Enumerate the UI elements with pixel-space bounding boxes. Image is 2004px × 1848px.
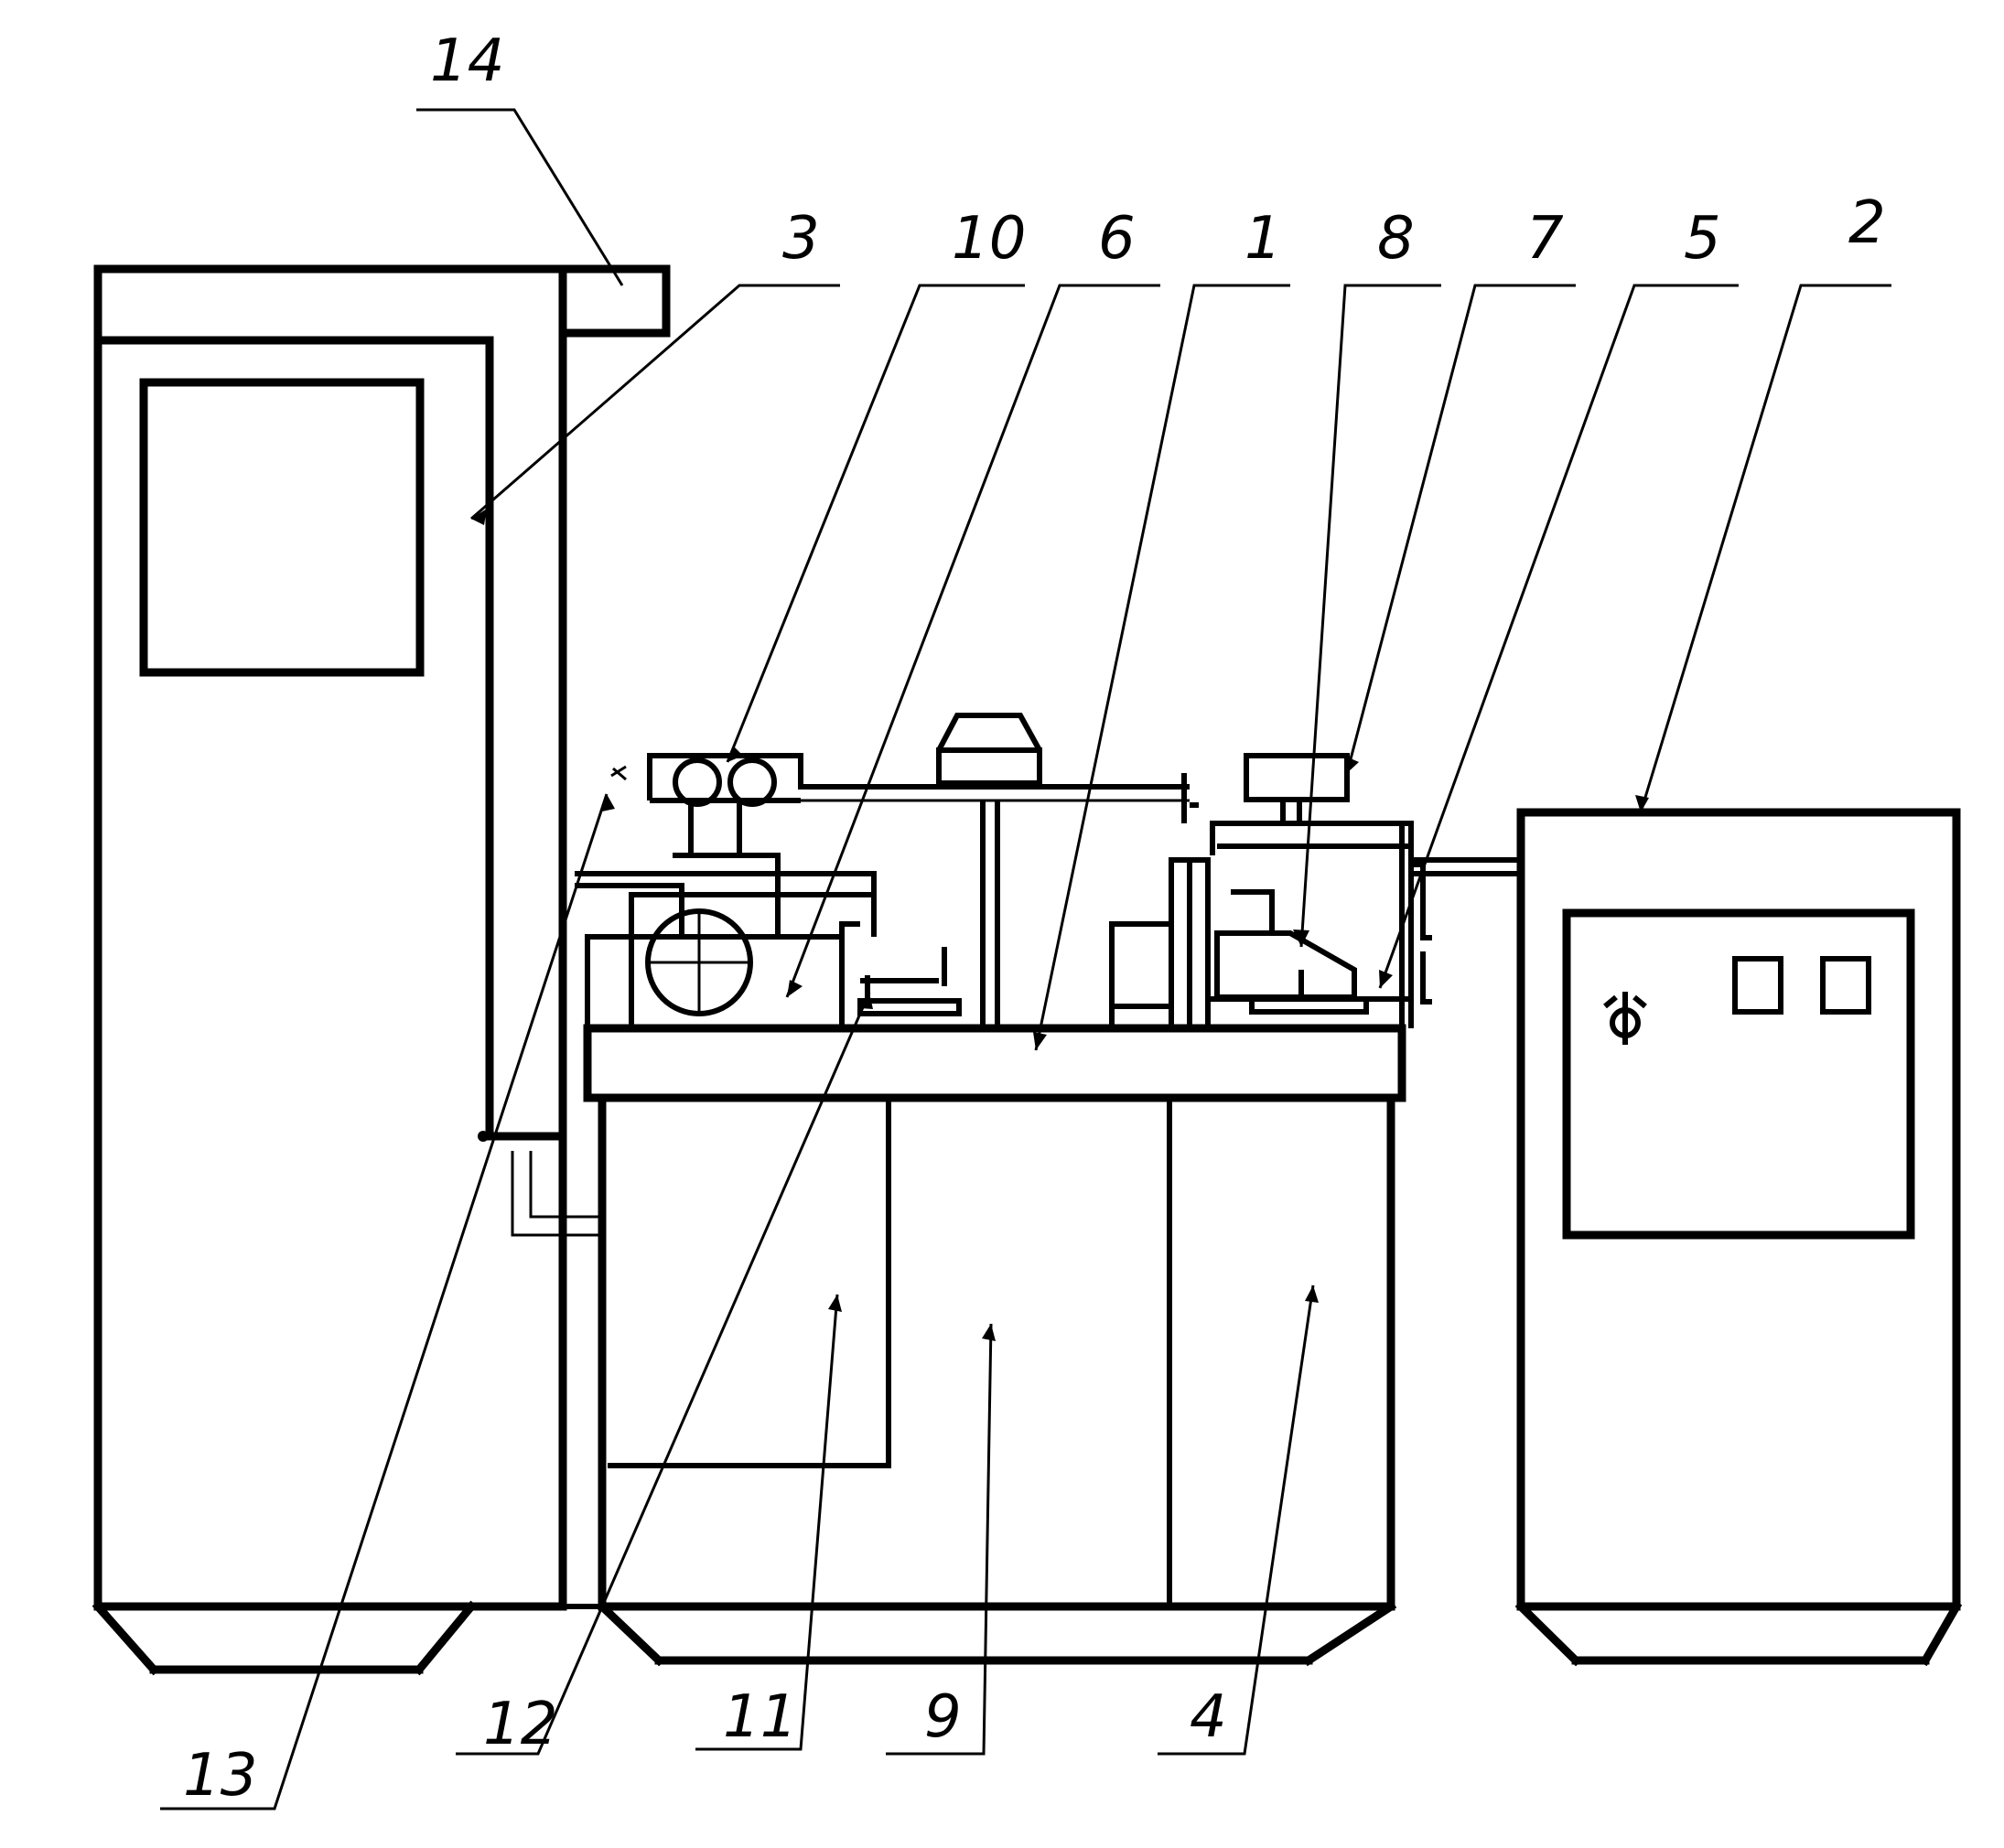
callout-2: 2	[1848, 189, 1886, 257]
left-head-unit	[575, 713, 1199, 1028]
callout-labels: 14 3 10 6 1 8 7 5 2 13 12 11 9 4	[183, 27, 1886, 1810]
overhead-bracket	[558, 264, 671, 338]
callout-3: 3	[782, 205, 820, 273]
callout-10: 10	[952, 205, 1026, 273]
callout-7: 7	[1526, 205, 1564, 273]
slide	[1249, 996, 1369, 1015]
cutter-head	[1214, 930, 1357, 1000]
control-panel	[1562, 908, 1915, 1240]
motor-cap	[936, 747, 1042, 786]
cabinet-window	[139, 378, 425, 677]
callout-14: 14	[430, 27, 504, 95]
callout-9: 9	[924, 1683, 962, 1751]
top-block	[1244, 753, 1350, 802]
leader-lines	[160, 108, 1891, 1810]
left-cabinet	[92, 264, 671, 1676]
gauge-dial-right	[727, 757, 777, 807]
machine-base	[474, 1093, 1397, 1667]
callout-4: 4	[1190, 1683, 1227, 1751]
indicator-square-right	[1820, 956, 1871, 1015]
power-switch-symbol-icon	[1603, 992, 1647, 1045]
indicator-square-left	[1732, 956, 1783, 1015]
base-panel-11	[608, 1098, 891, 1468]
callout-8: 8	[1377, 205, 1415, 273]
gauge-dial-left	[673, 757, 722, 807]
callout-6: 6	[1098, 205, 1136, 273]
clamp	[857, 998, 962, 1016]
callout-12: 12	[483, 1691, 557, 1758]
door-hinge	[478, 1131, 489, 1142]
control-cabinet	[1514, 808, 1963, 1667]
callout-13: 13	[183, 1742, 257, 1810]
right-head-unit	[1109, 753, 1521, 1031]
callout-1: 1	[1244, 205, 1282, 273]
callout-5: 5	[1684, 205, 1721, 273]
gauge-housing	[647, 753, 1190, 800]
callout-11: 11	[723, 1683, 797, 1751]
